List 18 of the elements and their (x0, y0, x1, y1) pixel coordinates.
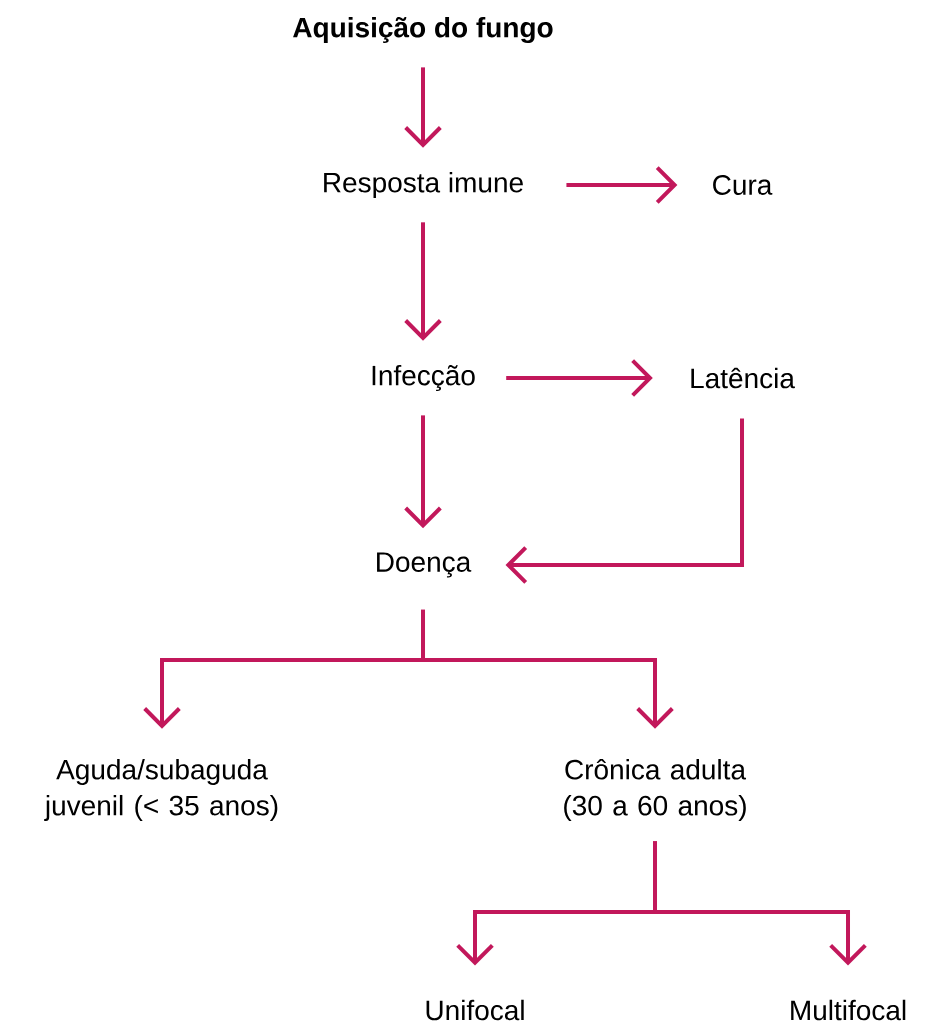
arrow (404, 222, 442, 341)
stage-label: Crônica adulta (30 a 60 anos) (564, 758, 746, 822)
stage-label: Resposta imune (324, 171, 523, 199)
arrow (404, 67, 442, 148)
arrow (505, 418, 744, 584)
stage-label: Unifocal (426, 999, 524, 1021)
stage-label: Infecção (372, 364, 475, 392)
heading-text: Aquisição do fungo (293, 16, 553, 44)
stage-label: Doença (377, 552, 472, 578)
arrow (653, 841, 867, 966)
arrow (421, 609, 674, 729)
arrow (506, 359, 653, 397)
stage-label: Latência (691, 367, 795, 389)
stage-label: Aguda/subaguda juvenil (< 35 anos) (44, 758, 278, 822)
stage-label: Multifocal (791, 999, 906, 1021)
arrow (404, 415, 442, 529)
stage-label: Cura (713, 175, 773, 195)
arrow (566, 166, 678, 204)
